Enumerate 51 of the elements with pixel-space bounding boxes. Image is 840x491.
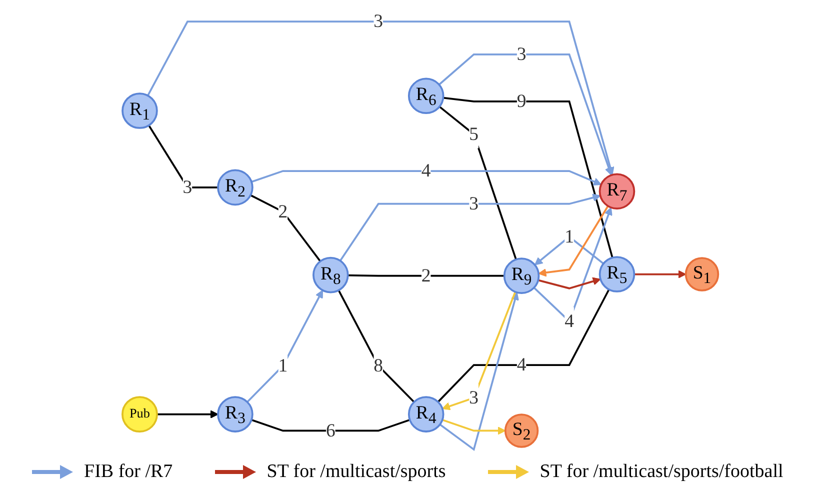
edge-label: 1	[564, 226, 574, 248]
arrow	[634, 270, 686, 278]
edge-label: 4	[516, 354, 526, 376]
node-circle: S$_{2}$	[504, 414, 538, 448]
edge-label: 3	[373, 11, 383, 32]
node-circle: R$_{9}$	[503, 258, 540, 294]
arrow	[438, 54, 612, 176]
arrow	[538, 277, 601, 290]
edge-label: 4	[421, 160, 430, 182]
node-circle: R$_{5}$	[598, 256, 635, 292]
arrow	[146, 20, 614, 176]
arrow	[156, 410, 218, 418]
connector	[348, 274, 504, 277]
arrow	[442, 419, 506, 435]
node-circle: R$_{1}$	[121, 92, 158, 129]
edge-label: 9	[516, 91, 526, 112]
node-circle: R$_{6}$	[408, 78, 444, 114]
edge-label: 4	[564, 310, 574, 332]
node-circle: R$_{8}$	[312, 256, 348, 294]
node-circle: S$_{1}$	[684, 257, 719, 292]
node-circle: R$_{3}$	[216, 396, 254, 432]
connector	[148, 124, 218, 188]
connector	[437, 289, 610, 403]
edge-label: 3	[468, 194, 478, 214]
edge-label: 5	[468, 124, 478, 145]
node-circle: R$_{7}$	[598, 173, 635, 210]
connector	[250, 419, 410, 432]
node-circle: Pub	[121, 396, 158, 432]
edge-label: 2	[421, 266, 430, 286]
arrow	[439, 292, 519, 452]
node-circle: R$_{4}$	[408, 396, 444, 432]
connector	[438, 106, 517, 260]
arrow	[442, 292, 516, 410]
connector	[338, 290, 414, 403]
arrow	[250, 170, 602, 186]
arrow	[246, 290, 323, 403]
edge-label: 1	[278, 355, 288, 376]
connector	[442, 96, 613, 258]
arrow	[339, 194, 600, 262]
edge-label: 3	[182, 177, 192, 198]
edge-label: 3	[516, 44, 526, 65]
edge-label: 3	[468, 388, 478, 408]
edge-label: 2	[278, 201, 288, 222]
legend-label: ST for /multicast/sports/football	[540, 461, 784, 483]
connector	[250, 194, 321, 262]
legend-label: ST for /multicast/sports	[266, 461, 446, 483]
arrow	[538, 206, 608, 277]
legend-label: FIB for /R7	[84, 461, 173, 483]
edge-label: 6	[326, 420, 336, 442]
edge-label: 8	[373, 355, 383, 376]
node-circle: R$_{2}$	[216, 169, 254, 206]
